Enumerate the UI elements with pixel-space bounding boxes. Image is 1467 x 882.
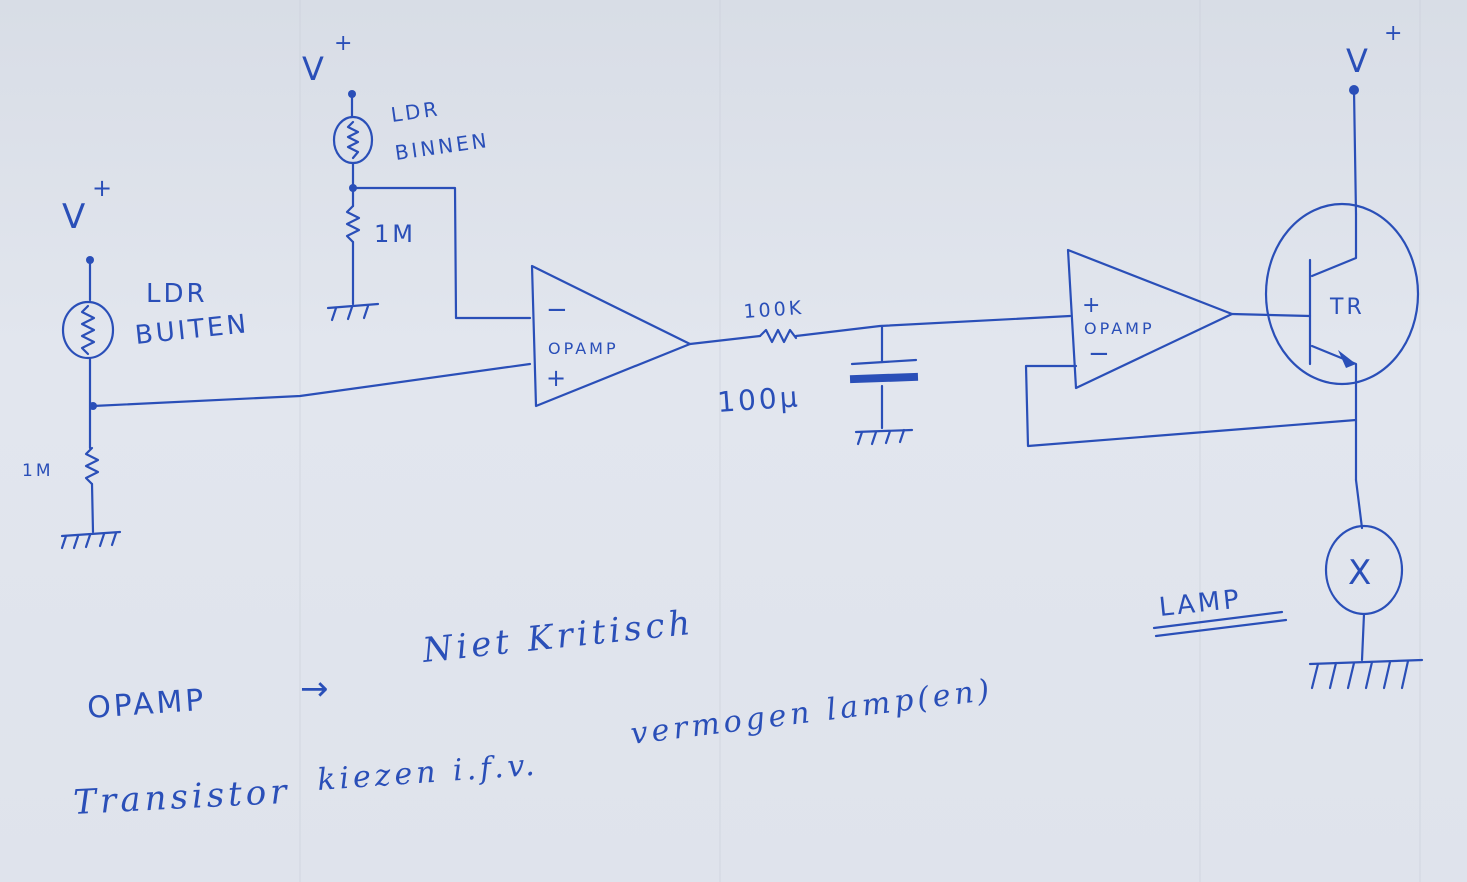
supply-left-plus: + <box>92 174 115 202</box>
opamp1: − OPAMP + <box>530 264 692 408</box>
transistor-label: TR <box>1329 295 1365 320</box>
transistor-collector <box>1310 212 1358 278</box>
lamp-symbol: X <box>1348 553 1374 593</box>
opamp2-feedback-wire <box>1024 364 1358 448</box>
note-transistor: Transistor <box>72 772 291 823</box>
opamp2-minus: − <box>1088 339 1113 369</box>
opamp1-triangle <box>530 264 692 408</box>
note-not-critical: Niet Kritisch <box>420 603 696 671</box>
note-opamp: OPAMP <box>86 683 207 726</box>
supply-right-v: V <box>1346 42 1371 80</box>
note-arrow: → <box>300 669 332 709</box>
wire-outside-to-opamp1 <box>91 362 532 408</box>
opamp1-label: OPAMP <box>548 339 619 358</box>
rc-filter: 100K 100μ <box>688 297 1072 446</box>
rc-resistor-symbol <box>758 328 798 344</box>
ldr-outside-symbol <box>61 300 115 360</box>
resistor-inside-label: 1M <box>374 220 416 248</box>
supply-left-v: V <box>62 197 88 237</box>
lamp: X LAMP <box>1152 478 1424 690</box>
rc-capacitor-plate-top <box>850 358 918 366</box>
lamp-label: LAMP <box>1158 584 1244 623</box>
opamp1-plus: + <box>546 364 569 392</box>
rc-capacitor-plate-bottom <box>849 372 919 384</box>
paper-grid <box>299 0 1421 882</box>
handwritten-notes: OPAMP → Niet Kritisch Transistor kiezen … <box>72 603 995 823</box>
ldr-inside-label-2: BINNEN <box>393 128 491 165</box>
resistor-outside-symbol <box>84 446 100 486</box>
transistor-circle <box>1264 202 1420 386</box>
ldr-outside-label-1: LDR <box>146 279 208 309</box>
ldr-inside-label-1: LDR <box>389 96 441 127</box>
rc-capacitor-label: 100μ <box>716 380 801 419</box>
opamp2-plus: + <box>1082 293 1103 318</box>
rc-resistor-label: 100K <box>743 297 805 323</box>
opamp2: + OPAMP − <box>1024 248 1358 448</box>
transistor: V + TR <box>1264 21 1420 482</box>
ldr-inside-branch: V + LDR BINNEN 1M <box>302 31 532 322</box>
opamp1-minus: − <box>546 295 571 325</box>
supply-mid-plus: + <box>334 31 355 56</box>
transistor-emitter-arrow <box>1338 350 1356 368</box>
ldr-outside-label-2: BUITEN <box>134 309 251 351</box>
opamp2-triangle <box>1066 248 1234 390</box>
supply-mid-v: V <box>302 50 327 88</box>
resistor-outside-label: 1M <box>22 461 53 481</box>
note-power-lamps: vermogen lamp(en) <box>629 673 996 752</box>
resistor-inside-symbol <box>345 204 361 244</box>
ldr-outside-branch: V + LDR BUITEN 1M <box>22 174 251 550</box>
note-choose: kiezen i.f.v. <box>316 748 539 798</box>
supply-right-plus: + <box>1384 21 1405 46</box>
opamp2-label: OPAMP <box>1084 319 1155 338</box>
